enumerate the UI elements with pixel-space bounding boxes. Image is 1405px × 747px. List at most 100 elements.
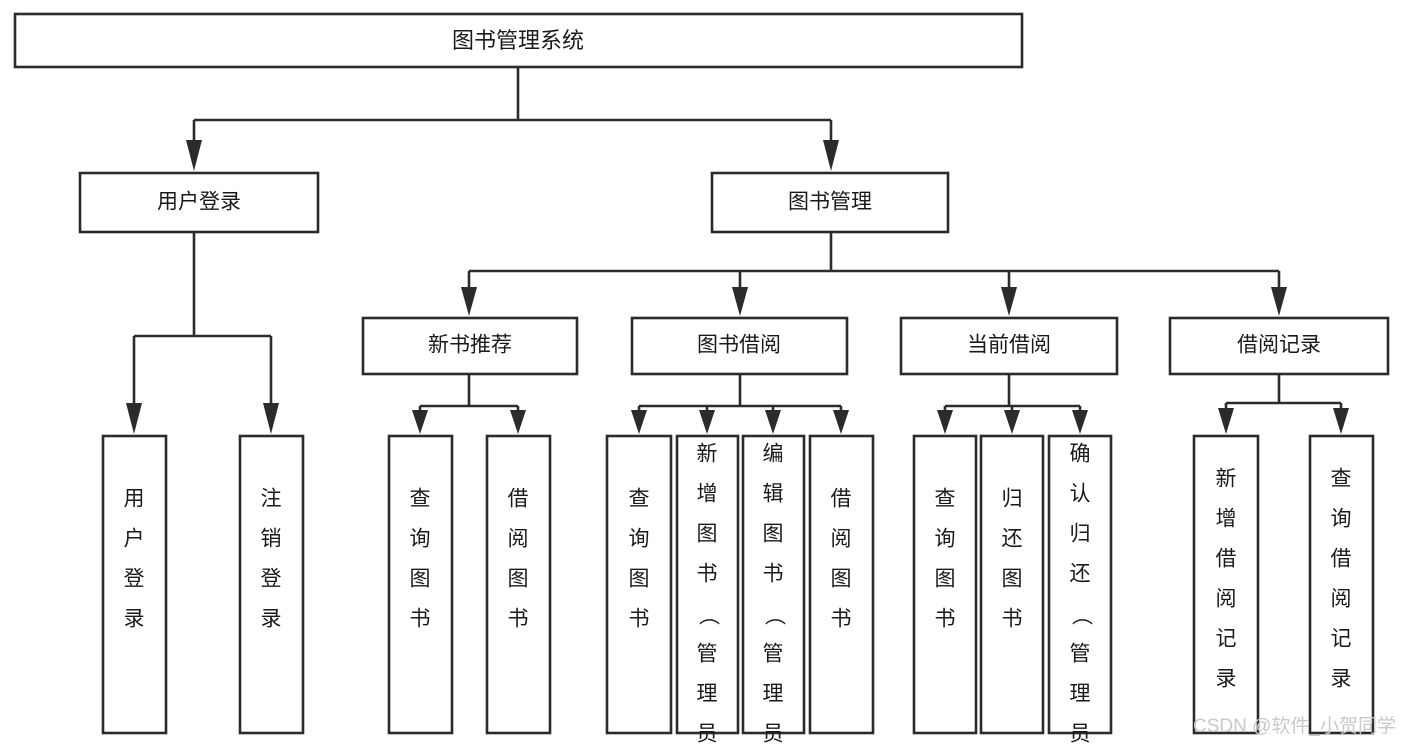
svg-text:录: 录 <box>261 608 282 631</box>
arrow-head-book-manage <box>823 140 839 171</box>
leaf-add-book-box[interactable] <box>675 434 740 735</box>
svg-text:还: 还 <box>1002 528 1023 551</box>
svg-text:询: 询 <box>935 528 956 551</box>
node-new-book-recommend-box[interactable] <box>361 316 579 376</box>
svg-text:图: 图 <box>410 568 431 591</box>
svg-text:借: 借 <box>508 488 529 511</box>
svg-text:认: 认 <box>1070 483 1091 506</box>
leaf-borrow-book-recommend-box[interactable] <box>485 434 552 735</box>
svg-text:阅: 阅 <box>508 528 529 551</box>
node-book-management[interactable]: 图书管理 <box>710 171 950 234</box>
svg-text:员: 员 <box>697 723 718 746</box>
svg-text:销: 销 <box>261 528 282 551</box>
connector-group-current-borrow-to-leaves <box>937 374 1088 434</box>
node-current-borrow-box[interactable] <box>899 316 1119 376</box>
node-user-login-box[interactable] <box>78 171 320 234</box>
leaf-logout-box[interactable] <box>238 434 305 735</box>
svg-text:书: 书 <box>508 608 529 631</box>
node-book-borrow-label: 图书借阅 <box>697 334 781 357</box>
svg-text:登: 登 <box>261 568 282 591</box>
arrow-head-leaf-add-book <box>699 410 715 434</box>
arrow-head-current-borrow <box>1001 287 1017 316</box>
svg-text:登: 登 <box>124 568 145 591</box>
arrow-head-leaf-query-record <box>1333 408 1349 434</box>
leaf-user-login-label: 用户登录 <box>124 488 145 631</box>
svg-text:编: 编 <box>763 443 784 466</box>
svg-text:查: 查 <box>1331 468 1352 491</box>
svg-text:查: 查 <box>935 488 956 511</box>
svg-text:辑: 辑 <box>763 483 784 506</box>
svg-text:记: 记 <box>1331 628 1352 651</box>
node-new-book-recommend[interactable]: 新书推荐 <box>361 316 579 376</box>
svg-text:确: 确 <box>1070 443 1091 466</box>
leaf-query-borrow-record-box[interactable] <box>1308 434 1375 735</box>
node-new-book-recommend-label: 新书推荐 <box>428 334 512 357</box>
svg-text:图: 图 <box>763 523 784 546</box>
node-user-login[interactable]: 用户登录 <box>78 171 320 234</box>
node-borrow-record[interactable]: 借阅记录 <box>1168 316 1390 376</box>
svg-text:管: 管 <box>763 643 784 666</box>
node-root-box[interactable] <box>13 12 1024 69</box>
leaf-borrow-book-box[interactable] <box>808 434 875 735</box>
leaf-edit-book-box[interactable] <box>741 434 806 735</box>
svg-text:书: 书 <box>410 608 431 631</box>
svg-text:新: 新 <box>697 443 718 466</box>
svg-text:（: （ <box>696 605 719 626</box>
arrow-head-leaf-add-record <box>1218 408 1234 434</box>
leaf-confirm-return-box[interactable] <box>1047 434 1113 735</box>
arrow-head-leaf-query-book-1 <box>412 410 428 434</box>
leaf-query-book-recommend-box[interactable] <box>387 434 454 735</box>
node-root-book-management-system[interactable]: 图书管理系统 <box>13 12 1024 69</box>
arrow-head-book-borrow <box>732 287 748 316</box>
leaf-return-book-box[interactable] <box>979 434 1045 735</box>
node-book-borrow-box[interactable] <box>630 316 849 376</box>
leaf-query-book-current-box[interactable] <box>912 434 978 735</box>
leaf-query-book-borrow-box[interactable] <box>605 434 673 735</box>
svg-text:图: 图 <box>935 568 956 591</box>
leaf-add-borrow-record-box[interactable] <box>1192 434 1260 735</box>
arrow-head-leaf-borrow-book-2 <box>833 410 849 434</box>
csdn-watermark: CSDN @软件_小贺同学 <box>1193 715 1396 737</box>
svg-text:图: 图 <box>831 568 852 591</box>
arrow-head-leaf-query-book-3 <box>937 410 953 434</box>
leaf-user-login-box[interactable] <box>101 434 168 735</box>
svg-text:询: 询 <box>410 528 431 551</box>
node-book-management-box[interactable] <box>710 171 950 234</box>
node-borrow-record-box[interactable] <box>1168 316 1390 376</box>
svg-text:户: 户 <box>124 528 145 551</box>
svg-text:理: 理 <box>697 683 718 706</box>
arrow-head-leaf-query-book-2 <box>631 410 647 434</box>
svg-text:管: 管 <box>697 643 718 666</box>
arrow-head-leaf-user-login <box>126 403 142 434</box>
leaf-node-user-login[interactable]: 用户登录 <box>101 434 168 735</box>
node-book-borrow[interactable]: 图书借阅 <box>630 316 849 376</box>
svg-text:阅: 阅 <box>1216 588 1237 611</box>
svg-text:理: 理 <box>1070 683 1091 706</box>
svg-text:阅: 阅 <box>831 528 852 551</box>
node-borrow-record-label: 借阅记录 <box>1237 334 1321 357</box>
node-current-borrow[interactable]: 当前借阅 <box>899 316 1119 376</box>
arrow-head-borrow-record <box>1271 287 1287 316</box>
svg-text:录: 录 <box>124 608 145 631</box>
svg-text:图: 图 <box>1002 568 1023 591</box>
svg-text:图: 图 <box>697 523 718 546</box>
